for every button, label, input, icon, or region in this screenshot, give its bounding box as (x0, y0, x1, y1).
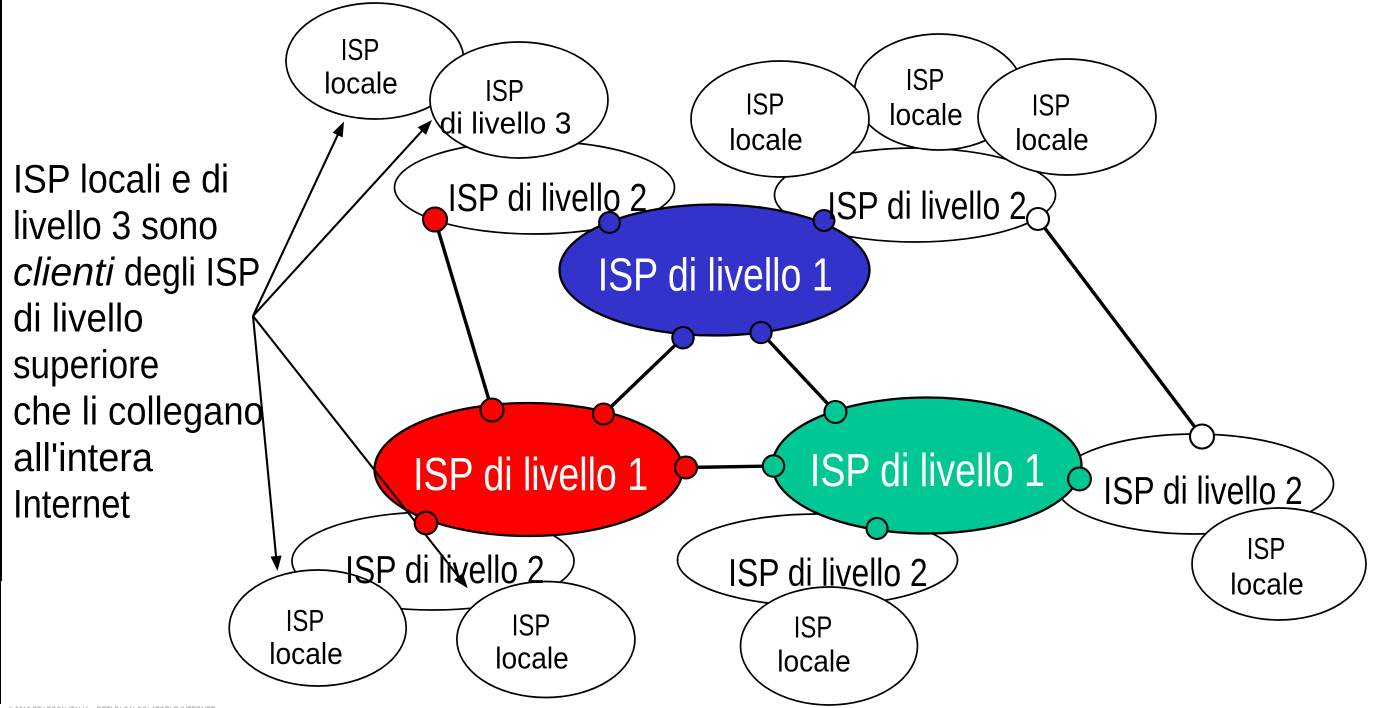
svg-text:ISP: ISP (341, 32, 380, 67)
svg-text:ISP locali e di: ISP locali e di (13, 158, 229, 202)
svg-text:ISP di livello 2: ISP di livello 2 (827, 185, 1027, 228)
svg-text:ISP: ISP (286, 603, 325, 638)
svg-text:locale: locale (269, 636, 343, 671)
svg-text:all'intera: all'intera (13, 436, 154, 480)
svg-text:che li collegano: che li collegano (13, 390, 264, 434)
svg-text:locale: locale (324, 66, 398, 101)
svg-text:clienti: clienti (13, 250, 115, 294)
svg-text:ISP: ISP (794, 610, 833, 645)
svg-text:ISP: ISP (906, 62, 945, 97)
svg-text:degli ISP: degli ISP (124, 250, 260, 294)
svg-text:livello 3 sono: livello 3 sono (13, 204, 218, 248)
svg-text:ISP di livello 2: ISP di livello 2 (345, 549, 545, 592)
svg-text:ISP di livello 1: ISP di livello 1 (810, 444, 1045, 496)
svg-text:ISP: ISP (485, 73, 524, 108)
svg-text:© 2013 PEARSON ITALIA – RETI D: © 2013 PEARSON ITALIA – RETI DI CALCOLAT… (8, 704, 215, 708)
svg-text:di livello: di livello (13, 297, 144, 341)
svg-text:ISP: ISP (1032, 87, 1071, 122)
svg-text:locale: locale (729, 122, 803, 157)
svg-text:locale: locale (889, 97, 963, 132)
svg-text:superiore: superiore (13, 343, 159, 387)
svg-text:locale: locale (777, 644, 851, 679)
svg-text:ISP di livello 1: ISP di livello 1 (598, 249, 833, 301)
svg-text:ISP di livello 2: ISP di livello 2 (728, 552, 928, 595)
svg-text:locale: locale (1230, 567, 1304, 602)
svg-text:ISP di livello 1: ISP di livello 1 (413, 448, 648, 500)
svg-text:di livello 3: di livello 3 (440, 106, 572, 141)
svg-text:ISP: ISP (746, 87, 785, 122)
svg-text:locale: locale (495, 641, 569, 676)
svg-text:ISP di livello 2: ISP di livello 2 (448, 177, 648, 220)
svg-text:locale: locale (1015, 122, 1089, 157)
svg-text:ISP: ISP (512, 608, 551, 643)
svg-text:ISP: ISP (1247, 531, 1286, 566)
svg-text:ISP di livello 2: ISP di livello 2 (1103, 470, 1303, 513)
svg-text:Internet: Internet (13, 482, 130, 526)
